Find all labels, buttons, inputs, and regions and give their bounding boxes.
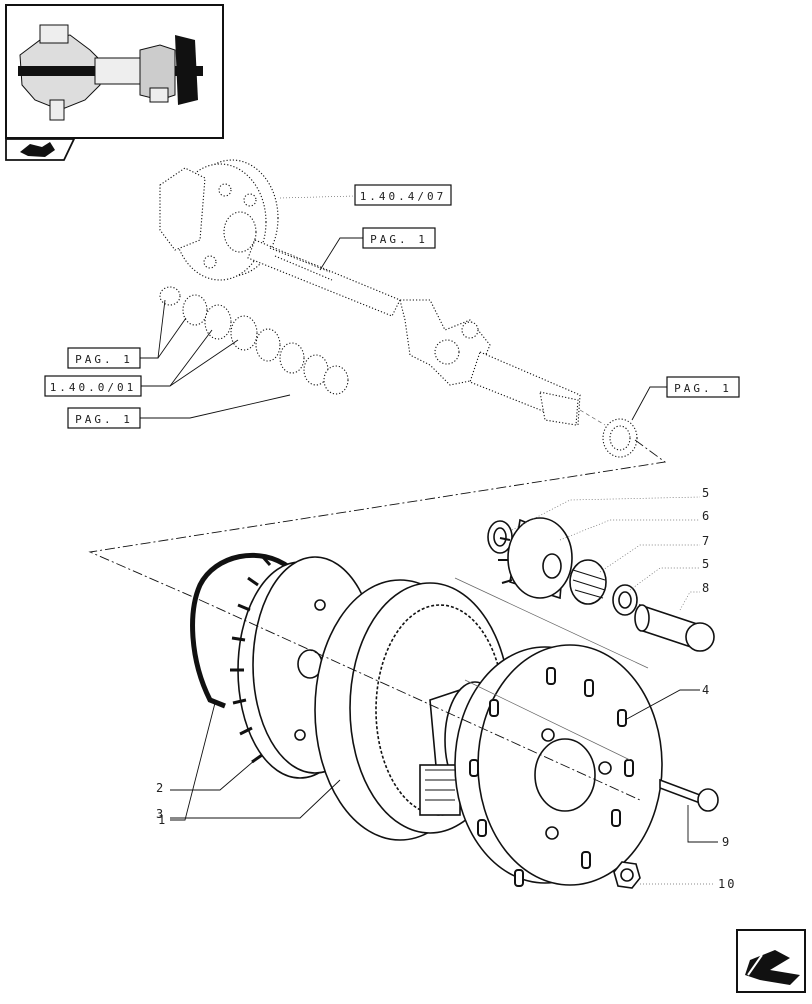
ref-label: 1.40.4/07 [360,190,447,203]
callout-5-upper[interactable]: 5 [511,486,711,531]
ref-label: 1.40.0/01 [50,381,137,394]
thrust-washer-lower[interactable] [612,584,638,616]
callout-10[interactable]: 10 [640,877,736,891]
snap-ring[interactable] [190,552,292,709]
ref-box-pag1-shaft[interactable]: PAG. 1 [362,227,436,249]
ref-box-pag1-right[interactable]: PAG. 1 [666,376,740,398]
upper-assembly-dotted [159,159,638,458]
callout-4[interactable]: 4 [624,683,711,721]
axle-assembly-thumbnail[interactable] [5,4,224,139]
callout-number: 10 [718,877,736,891]
callout-number: 8 [702,581,711,595]
callout-8[interactable]: 8 [679,581,711,611]
callout-7[interactable]: 7 [599,534,711,573]
callout-number: 9 [722,835,731,849]
ref-box-pag1-left-bottom[interactable]: PAG. 1 [67,407,141,429]
callout-number: 5 [702,486,711,500]
callout-1[interactable]: 1 [158,702,216,827]
callout-2[interactable]: 2 [156,759,256,795]
needle-bearing[interactable] [569,559,607,605]
ref-box-1-40-4-07[interactable]: 1.40.4/07 [354,184,452,206]
callout-number: 5 [702,557,711,571]
ref-label: PAG. 1 [75,353,133,366]
callout-5-lower[interactable]: 5 [629,557,711,591]
callout-3[interactable]: 3 [156,779,341,821]
ref-label: PAG. 1 [370,233,428,246]
assembly-axis-line [88,439,667,601]
callout-number: 4 [702,683,711,697]
catalog-folder-icon[interactable] [5,138,76,161]
hub-bolt[interactable] [659,778,719,812]
ref-box-pag1-left-top[interactable]: PAG. 1 [67,347,141,369]
hub-nut[interactable] [613,861,641,889]
callout-number: 2 [156,781,165,795]
callout-9[interactable]: 9 [687,805,731,849]
planet-pin[interactable] [634,603,715,652]
ref-box-1-40-0-01[interactable]: 1.40.0/01 [44,375,142,397]
callout-number: 6 [702,509,711,523]
ref-label: PAG. 1 [674,382,732,395]
callout-number: 1 [158,813,167,827]
back-arrow-icon[interactable] [736,929,806,993]
planet-gear[interactable] [498,517,573,600]
ref-label: PAG. 1 [75,413,133,426]
wheel-hub[interactable] [454,644,663,887]
callout-number: 7 [702,534,711,548]
callout-number: 3 [156,807,165,821]
callout-6[interactable]: 6 [559,509,711,541]
